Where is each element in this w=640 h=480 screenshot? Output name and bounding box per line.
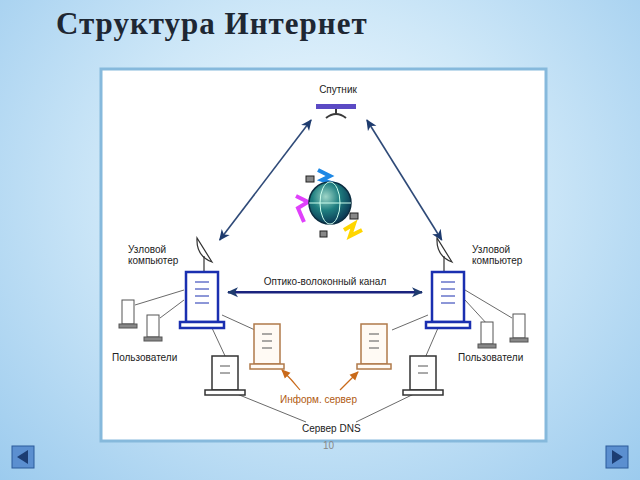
info-server bbox=[250, 324, 391, 369]
users-label: Пользователи bbox=[458, 352, 523, 363]
satellite-link bbox=[367, 120, 442, 240]
antenna-dish bbox=[197, 238, 452, 272]
panel bbox=[101, 69, 546, 441]
dns-label: Сервер DNS bbox=[300, 423, 363, 434]
users-label: Пользователи bbox=[112, 352, 177, 363]
node-computer: Узловой компьютер bbox=[422, 240, 538, 330]
node-computer: Узловой компьютер bbox=[124, 240, 228, 330]
satellite-link bbox=[220, 120, 311, 240]
satellite-node: Спутник bbox=[308, 84, 370, 120]
leader-arrow bbox=[282, 370, 358, 390]
fiber-link bbox=[228, 291, 422, 294]
slide-title: Структура Интернет bbox=[56, 6, 368, 42]
server-tower bbox=[180, 272, 470, 328]
nav-button bbox=[12, 446, 628, 468]
satellite-icon bbox=[316, 104, 356, 118]
edge-label: Оптико-волоконный канал bbox=[262, 276, 389, 287]
page-number: 10 bbox=[323, 440, 334, 451]
node-label: Узловой компьютер bbox=[128, 244, 192, 266]
user-computer bbox=[119, 300, 528, 348]
node-label: Спутник bbox=[308, 84, 368, 95]
dns-server bbox=[205, 356, 443, 395]
globe-icon bbox=[296, 170, 362, 237]
node-label: Узловой компьютер bbox=[472, 244, 536, 266]
server-label: Информ. сервер bbox=[278, 394, 359, 405]
